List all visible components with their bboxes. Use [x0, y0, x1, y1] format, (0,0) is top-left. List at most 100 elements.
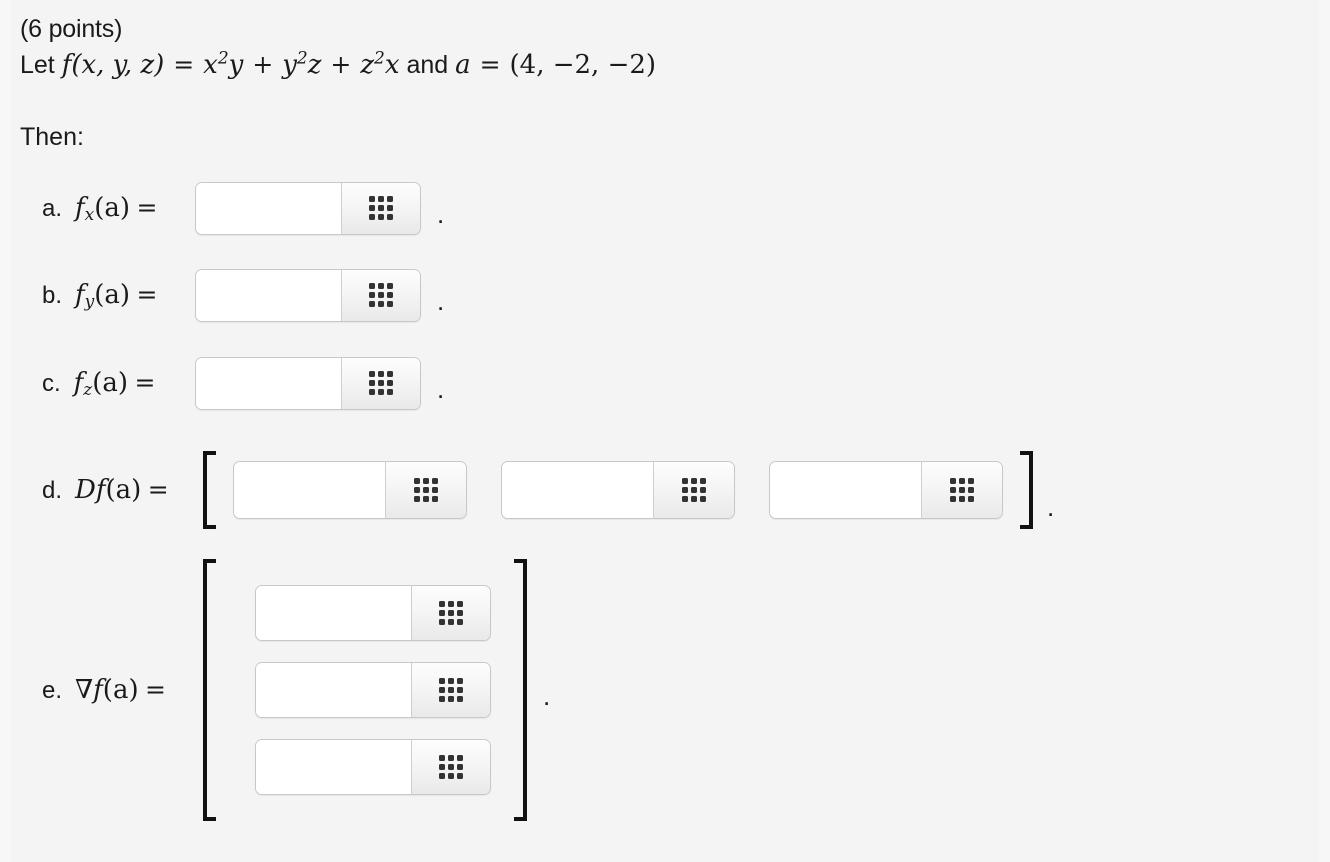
- answer-row-b: b. fy(a) = .: [20, 265, 1330, 325]
- fn-args-c: (a): [92, 368, 129, 399]
- problem-page: (6 points) Let f(x, y, z) = x2y + y2z + …: [20, 15, 1330, 822]
- then-label: Then:: [20, 123, 84, 152]
- math-keypad-icon: [439, 755, 463, 780]
- answer-label-c: c. fz(a) =: [20, 368, 195, 401]
- statement-equals: =: [173, 50, 195, 80]
- bracket-left-d: [203, 451, 219, 530]
- math-input-d3[interactable]: [769, 461, 1003, 520]
- gradient-operator: ∇: [75, 675, 94, 706]
- math-input-e3[interactable]: [255, 739, 491, 796]
- matrix-row-cells: [219, 451, 1017, 529]
- fn-args-a: (a): [94, 193, 131, 224]
- equals-d: =: [147, 475, 169, 505]
- fn-subscript-c: z: [83, 380, 93, 401]
- math-keypad-button-e3[interactable]: [411, 740, 490, 795]
- fn-args-d: (a): [105, 475, 142, 506]
- math-input-e2[interactable]: [255, 662, 491, 719]
- derivative-operator: D: [75, 475, 96, 506]
- math-keypad-icon: [369, 196, 393, 221]
- statement-plus-1: +: [252, 50, 274, 80]
- term2-base: y: [282, 50, 297, 81]
- term1-base: x: [203, 50, 218, 81]
- equals-e: =: [145, 675, 166, 705]
- answer-row-d: d. Df(a) =: [20, 451, 1330, 530]
- statement-lead: Let: [20, 51, 55, 80]
- answer-input-d1[interactable]: [234, 462, 385, 519]
- fn-args-e: (a): [102, 675, 139, 706]
- marker-a: a.: [42, 195, 63, 223]
- equals-c: =: [134, 368, 156, 398]
- bracket-right-d: [1017, 451, 1033, 530]
- bracket-right-e: [511, 559, 527, 822]
- answer-input-a[interactable]: [196, 182, 341, 234]
- math-keypad-button-b[interactable]: [341, 269, 420, 321]
- answer-label-e: e. ∇f(a) =: [20, 675, 203, 705]
- math-input-d1[interactable]: [233, 461, 467, 520]
- math-input-a[interactable]: [195, 181, 421, 235]
- problem-statement: Let f(x, y, z) = x2y + y2z + z2x and a =…: [20, 49, 1330, 83]
- math-keypad-icon: [682, 478, 706, 503]
- math-keypad-icon: [439, 601, 463, 626]
- math-keypad-icon: [439, 678, 463, 703]
- matrix-row-vector: [203, 451, 1033, 530]
- point-equals: =: [479, 50, 501, 80]
- fn-subscript-b: y: [84, 292, 95, 313]
- fn-c: f: [73, 368, 84, 399]
- matrix-column-cells: [219, 559, 511, 821]
- math-keypad-button-c[interactable]: [341, 357, 420, 409]
- fn-e: f: [93, 675, 103, 706]
- math-keypad-icon: [369, 283, 393, 308]
- math-input-e1[interactable]: [255, 585, 491, 642]
- math-input-c[interactable]: [195, 356, 421, 410]
- answer-input-b[interactable]: [196, 269, 341, 321]
- answer-row-a: a. fx(a) = .: [20, 178, 1330, 238]
- math-keypad-button-d3[interactable]: [921, 462, 1002, 519]
- math-keypad-button-d1[interactable]: [385, 462, 466, 519]
- math-keypad-button-e1[interactable]: [411, 586, 490, 641]
- answer-input-e1[interactable]: [256, 586, 411, 641]
- term2-var: z: [307, 50, 322, 81]
- term2-exponent: 2: [296, 48, 308, 69]
- statement-plus-2: +: [330, 50, 352, 80]
- answer-input-c[interactable]: [196, 357, 341, 409]
- answer-input-d3[interactable]: [770, 462, 921, 519]
- marker-d: d.: [42, 477, 63, 505]
- answer-row-c: c. fz(a) = .: [20, 353, 1330, 413]
- math-keypad-icon: [950, 478, 974, 503]
- equals-b: =: [136, 280, 158, 310]
- term3-base: z: [360, 50, 375, 81]
- function-args: (x, y, z): [71, 50, 165, 81]
- answer-input-d2[interactable]: [502, 462, 653, 519]
- term3-exponent: 2: [374, 48, 385, 69]
- fn-a: f: [75, 193, 85, 224]
- term3-var: x: [384, 50, 400, 81]
- math-keypad-button-d2[interactable]: [653, 462, 734, 519]
- period-c: .: [437, 373, 445, 404]
- point-value: (4, −2, −2): [509, 50, 657, 81]
- equals-a: =: [136, 193, 158, 223]
- point-variable: a: [455, 50, 471, 81]
- fn-subscript-a: x: [84, 205, 95, 226]
- answer-input-e3[interactable]: [256, 740, 411, 795]
- math-keypad-icon: [414, 478, 438, 503]
- matrix-column-vector: [203, 559, 527, 822]
- statement-and: and: [406, 51, 449, 80]
- period-a: .: [437, 198, 445, 229]
- fn-b: f: [75, 280, 85, 311]
- answer-label-a: a. fx(a) =: [20, 193, 195, 226]
- term1-var: y: [228, 50, 244, 81]
- math-keypad-button-e2[interactable]: [411, 663, 490, 718]
- function-name: f: [61, 50, 72, 81]
- term1-exponent: 2: [217, 48, 229, 69]
- points-label: (6 points): [20, 15, 123, 43]
- math-input-d2[interactable]: [501, 461, 735, 520]
- answer-row-e: e. ∇f(a) =: [20, 559, 1330, 822]
- fn-d: f: [95, 475, 106, 506]
- math-input-b[interactable]: [195, 268, 421, 322]
- marker-e: e.: [42, 677, 63, 705]
- marker-c: c.: [42, 370, 61, 398]
- answer-label-b: b. fy(a) =: [20, 280, 195, 313]
- math-keypad-button-a[interactable]: [341, 182, 420, 234]
- answer-input-e2[interactable]: [256, 663, 411, 718]
- answer-rows: a. fx(a) = . b. fy(a) =: [20, 178, 1330, 822]
